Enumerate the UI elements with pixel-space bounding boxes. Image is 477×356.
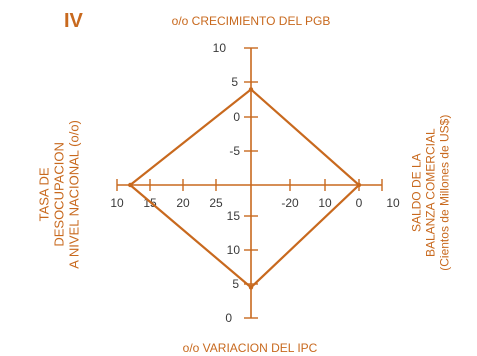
tick-label-right-10a: 10 (318, 196, 332, 210)
tick-label-left-20: 20 (176, 196, 190, 210)
left-axis-title: TASA DE DESOCUPACION A NIVEL NACIONAL (o… (36, 114, 83, 274)
right-axis-title-line-1: SALDO DE LA (409, 153, 424, 233)
tick-label-top-neg5: -5 (229, 144, 240, 158)
tick-labels: 10 5 0 -5 15 10 5 0 10 15 20 25 -20 10 0… (110, 41, 400, 325)
vertex-top-pgb (248, 87, 254, 92)
tick-label-left-10: 10 (110, 196, 124, 210)
left-axis-title-line-1: TASA DE (36, 167, 52, 222)
vertex-bottom-ipc (248, 285, 254, 290)
left-axis-title-line-2: DESOCUPACION (51, 142, 67, 247)
right-axis-title-line-2: BALANZA COMERCIAL (423, 128, 438, 258)
top-axis-title: o/o CRECIMIENTO DEL PGB (172, 14, 331, 28)
tick-label-bottom-10: 10 (227, 243, 241, 257)
tick-label-left-25: 25 (209, 196, 223, 210)
tick-label-bottom-5: 5 (232, 277, 239, 291)
bottom-axis-title: o/o VARIACION DEL IPC (183, 341, 318, 355)
tick-label-top-5: 5 (231, 75, 238, 89)
tick-label-right-0: 0 (356, 196, 363, 210)
vertex-right-saldo (356, 182, 362, 188)
panel-label: IV (64, 10, 84, 32)
tick-label-right-10b: 10 (386, 196, 400, 210)
right-axis-title-line-3: (Cientos de Millones de US$) (436, 114, 451, 271)
axis-lines (117, 48, 382, 318)
right-axis-title: SALDO DE LA BALANZA COMERCIAL (Cientos d… (409, 108, 451, 278)
polygon-vertices (128, 87, 362, 290)
vertex-left-desocupacion (128, 182, 133, 188)
tick-label-top-0: 0 (233, 110, 240, 124)
tick-label-top-10: 10 (213, 41, 227, 55)
left-axis-title-line-3: A NIVEL NACIONAL (o/o) (66, 120, 82, 269)
tick-label-bottom-15: 15 (227, 209, 241, 223)
tick-label-right-neg20: -20 (281, 196, 299, 210)
tick-label-bottom-0: 0 (225, 311, 232, 325)
